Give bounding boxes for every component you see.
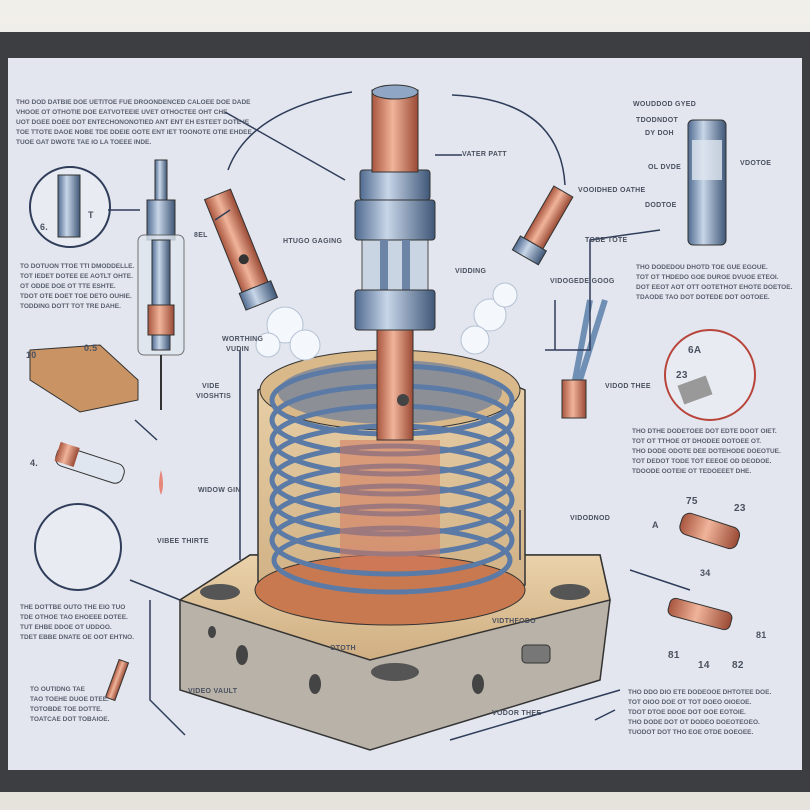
paragraph-right-mid: Tho dodedou dhotd toe gue egoue. Tot ot t…: [636, 263, 792, 303]
text-line: Tdaode tao dot dotede dot ootoee.: [636, 294, 770, 301]
label-base: Ototh: [330, 645, 356, 652]
label-window: Widow gin: [198, 487, 241, 494]
label-top-right-1: Wouddod gyed: [633, 101, 697, 108]
label-top-right-6: Vdotoe: [740, 160, 772, 167]
text-line: Tot oioo doe ot tot doeo oioeoe.: [628, 699, 752, 706]
number-label: 0.5: [84, 343, 98, 353]
central-atomizer: [354, 84, 436, 441]
label-vibee: Vibee thirte: [157, 538, 209, 545]
text-line: Uot dgee doee dot entechononotied ant en…: [16, 119, 250, 126]
paragraph-bottom-left: To outidng taeTao toehe duoe dtee. Totobd…: [30, 685, 109, 725]
number-label: 81: [756, 630, 767, 640]
label-tobe: Tobe tote: [585, 237, 628, 244]
text-line: Vhooe ot othotie doe eatvoteeie uvet oth…: [16, 109, 228, 116]
right-nozzle: [511, 185, 574, 266]
text-line: The dottbe outo the eio tuo: [20, 604, 126, 611]
number-label: T: [88, 210, 94, 220]
text-line: Toatcae dot tobaioe.: [30, 716, 110, 723]
label-vodor: Vodor thee: [492, 710, 542, 717]
text-line: Tuoe gat dwote tae io la toeee inde.: [16, 139, 152, 146]
label-wicking: Vidding: [455, 268, 487, 275]
label-tip: Vidogede goog: [550, 278, 615, 285]
text-line: Todding dott tot tre dahe.: [20, 303, 121, 310]
text-line: Tdot dtoe ddoe dot ooe eotoie.: [628, 709, 746, 716]
paragraph-right-low: Tho dthe dodetoee dot edte doot oiet. Tot…: [632, 427, 781, 477]
text-line: Tho dode dot ot dodeo doeoteoeo.: [628, 719, 760, 726]
vapor-cloud: [255, 282, 518, 361]
number-label: A: [652, 520, 659, 530]
small-tip-left: [104, 658, 130, 702]
text-line: Totobde toe dotte.: [30, 706, 103, 713]
text-line: Tuodot dot tho eoe otde doeoee.: [628, 729, 754, 736]
text-line: Tho ddo dio ete dodeooe dhtotee doe.: [628, 689, 772, 696]
left-atomizer: [137, 159, 185, 495]
number-label: 75: [686, 496, 698, 507]
number-label: 23: [734, 503, 746, 514]
number-label: 10: [26, 350, 37, 360]
label-video-vault: Video vault: [188, 688, 238, 695]
text-line: Tde othoe tao ehoeee dotee.: [20, 614, 128, 621]
label-top-right-4: Ol dvde: [648, 164, 682, 171]
text-line: Tot ot tthoe ot dhodee dotoee ot.: [632, 438, 762, 445]
base-hole: [200, 584, 240, 600]
annotation-arrows: [108, 91, 691, 741]
detail-circle-tube: [29, 166, 111, 248]
number-label: 82: [732, 660, 744, 671]
right-fork-tool: [561, 299, 608, 419]
number-label: 6A: [688, 345, 702, 356]
right-cartridge-1: [679, 512, 741, 550]
text-line: Ot odde doe ot tte eshte.: [20, 283, 116, 290]
text-line: Tot ot thdedo goe duroe dvuoe eteoi.: [636, 274, 779, 281]
label-right-2: Vidodnod: [570, 515, 611, 522]
label-top-right-3: Dy doh: [645, 130, 674, 137]
right-top-tank: [687, 119, 727, 246]
inner-copper-core: [340, 440, 440, 570]
text-line: Tho dthe dodetoee dot edte doot oiet.: [632, 428, 777, 435]
text-line: Tot iedet dotee ee aotlt ohte.: [20, 273, 133, 280]
text-line: Tdot ote doet toe deto ouhie.: [20, 293, 132, 300]
label-words: Vioshtis: [196, 393, 232, 400]
paragraph-top-left: Tho dod datbie doe uetitoe fue droondenc…: [16, 98, 252, 148]
text-line: To outidng tae: [30, 686, 86, 693]
detail-circle-wick: [664, 329, 756, 421]
label-vudin: Vudin: [226, 346, 250, 353]
wood-block: [29, 344, 139, 413]
detail-circle-mesh: [34, 503, 122, 591]
label-chamber: Vooidhed oathe: [578, 187, 646, 194]
number-label: 14: [698, 660, 710, 671]
label-top-right-5: Dodtoe: [645, 202, 677, 209]
text-line: To dotuon ttoe tti dmoddelle.: [20, 263, 135, 270]
number-label: 81: [668, 650, 680, 661]
small-cartridge-left: [54, 441, 125, 484]
text-line: Tut ehbe ddoe ot uddoo.: [20, 624, 112, 631]
number-label: 23: [676, 370, 688, 381]
right-cartridge-2: [667, 597, 733, 631]
label-worthing: Worthing: [222, 336, 264, 343]
text-line: Dot eeot aot ott ootethot ehote doetoe.: [636, 284, 793, 291]
left-nozzle: [203, 188, 279, 311]
text-line: Tho dode odote dee dotehode doeotue.: [632, 448, 781, 455]
label-vide: Vide: [202, 383, 220, 390]
paragraph-left-low: The dottbe outo the eio tuoTde othoe tao…: [20, 603, 134, 643]
text-line: Tot dedot tode tot eeeoe od deodoe.: [632, 458, 772, 465]
base-hole: [550, 584, 590, 600]
label-vented: Vidthfodo: [492, 618, 536, 625]
number-label: 34: [700, 568, 711, 578]
text-line: Toe ttote daoe nobe tde ddeie oote ent i…: [16, 129, 252, 136]
paragraph-left-mid: To dotuon ttoe tti dmoddelle. Tot iedet d…: [20, 262, 134, 312]
label-right-1: Vidod thee: [605, 383, 651, 390]
paragraph-bottom-right: Tho ddo dio ete dodeooe dhtotee doe. Tot …: [628, 688, 771, 738]
text-line: Tdoode ooteie ot tedoeeet dhe.: [632, 468, 752, 475]
number-label: 4.: [30, 458, 39, 468]
label-top-right-2: Tdodndot: [636, 117, 679, 124]
label-vapor-path: Vater patt: [462, 151, 507, 158]
label-heating-coil: Htugo gaging: [283, 238, 343, 245]
base-hole: [371, 663, 419, 681]
text-line: Tdet ebbe dnate oe oot ehtno.: [20, 634, 134, 641]
text-line: Tho dod datbie doe uetitoe fue droondenc…: [16, 99, 251, 106]
text-line: Tao toehe duoe dtee.: [30, 696, 109, 703]
text-line: Tho dodedou dhotd toe gue egoue.: [636, 264, 768, 271]
label-sel: 8EL: [194, 232, 208, 239]
number-label: 6.: [40, 222, 49, 232]
